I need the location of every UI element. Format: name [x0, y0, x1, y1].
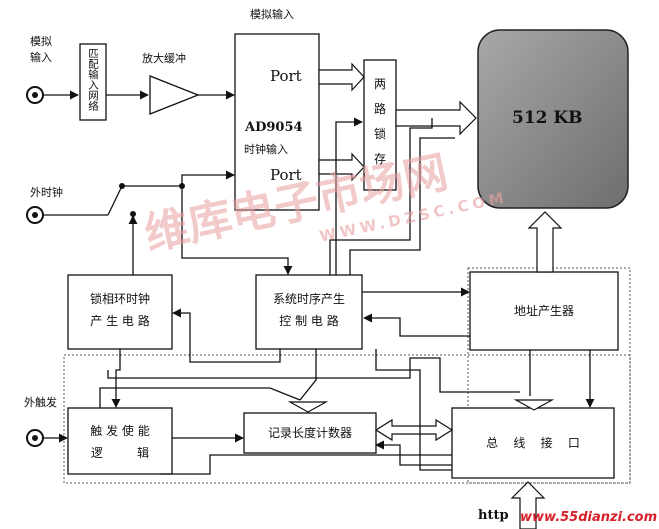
trigger-logic-label: 触 发 使 能 逻 辑 [90, 424, 150, 460]
addr-to-memory-bus-arrow [527, 211, 563, 273]
address-generator-label: 地址产生器 [513, 304, 574, 318]
ext-clock-label: 外时钟 [30, 186, 63, 199]
port-top-bus-arrow [318, 62, 365, 92]
port-top-label: Port [270, 67, 302, 85]
address-generator-block [469, 271, 619, 351]
memory-label: 512 KB [512, 108, 583, 128]
dual-latch-block [363, 59, 397, 191]
http-label: http [478, 508, 509, 523]
dotted-region-bottom [63, 354, 631, 484]
watermark-site-bottom: www.55dianzi.com [520, 510, 658, 525]
bus-interface-block [451, 407, 615, 479]
amplifier-label: 放大缓冲 [142, 52, 186, 65]
system-timing-block [255, 274, 363, 350]
clock-input-label: 时钟输入 [244, 143, 288, 156]
bus-interface-label: 总 线 接 口 [486, 436, 580, 450]
memory-block [477, 29, 629, 209]
amplifier-triangle [149, 75, 200, 115]
port-bottom-label: Port [270, 166, 302, 184]
clock-switch [107, 185, 123, 216]
trigger-logic-block [67, 407, 173, 475]
record-counter-label: 记录长度计数器 [267, 426, 352, 440]
matching-network-block [79, 43, 107, 121]
matching-network-label: 匹配输入网络 [87, 48, 99, 111]
latch-to-memory-bus-arrow [395, 100, 477, 136]
counter-bus-arrow [374, 418, 454, 442]
record-counter-block [243, 412, 377, 454]
port-bottom-bus-arrow [318, 152, 365, 182]
pll-clock-label: 锁相环时钟 产 生 电 路 [89, 292, 150, 328]
adc-block [234, 33, 320, 211]
adc-chip-label: AD9054 [245, 120, 303, 135]
analog-input-left-label: 模拟 输入 [30, 35, 52, 64]
analog-input-top-label: 模拟输入 [250, 8, 294, 21]
dual-latch-label: 两 路 锁 存 [374, 77, 387, 166]
ext-trigger-label: 外触发 [24, 396, 57, 409]
system-timing-label: 系统时序产生 控 制 电 路 [272, 292, 345, 328]
bus-external-arrow [510, 481, 546, 529]
